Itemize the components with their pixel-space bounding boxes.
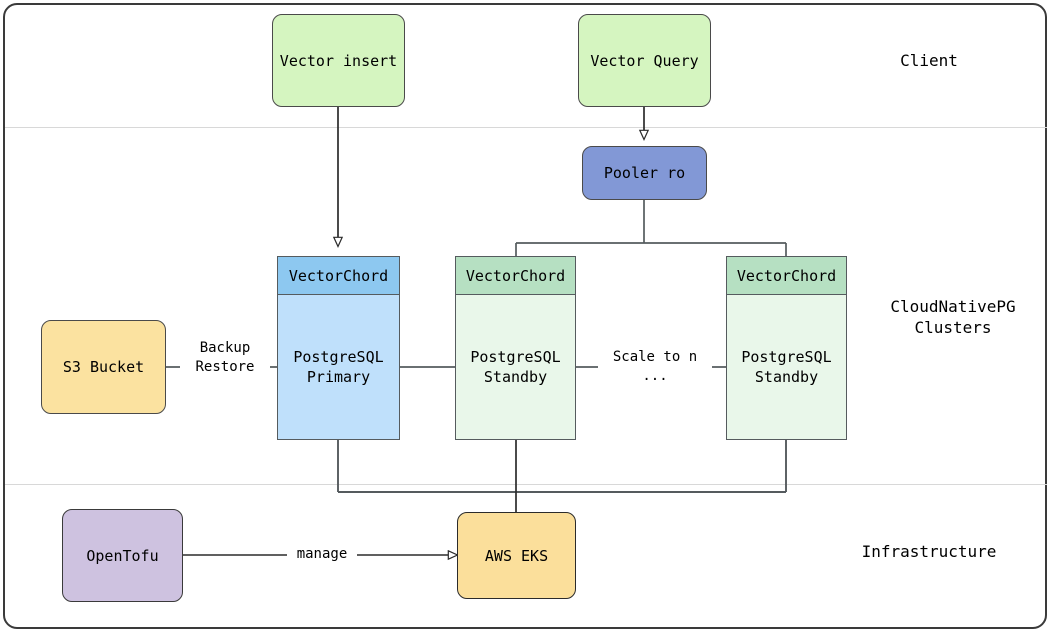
edge-label-backup-restore: Backup Restore xyxy=(180,339,270,377)
cluster-header-vectorchord-standby-n: VectorChord xyxy=(727,257,846,295)
cluster-header-vectorchord-standby-1: VectorChord xyxy=(456,257,575,295)
cluster-header-vectorchord-primary: VectorChord xyxy=(278,257,399,295)
node-aws-eks[interactable]: AWS EKS xyxy=(457,512,576,599)
node-postgresql-standby-n[interactable]: VectorChord PostgreSQL Standby xyxy=(726,256,847,440)
node-postgresql-standby-1[interactable]: VectorChord PostgreSQL Standby xyxy=(455,256,576,440)
lane-label-client: Client xyxy=(900,51,958,70)
cluster-body-standby-n: PostgreSQL Standby xyxy=(727,295,846,439)
node-opentofu[interactable]: OpenTofu xyxy=(62,509,183,602)
node-postgresql-primary[interactable]: VectorChord PostgreSQL Primary xyxy=(277,256,400,440)
lane-divider-client-cnpg xyxy=(5,127,1047,128)
lane-divider-cnpg-infra xyxy=(5,484,1047,485)
node-vector-query[interactable]: Vector Query xyxy=(578,14,711,107)
node-pooler-ro[interactable]: Pooler ro xyxy=(582,146,707,200)
edge-label-scale-to-n: Scale to n ... xyxy=(598,348,712,386)
cluster-body-primary: PostgreSQL Primary xyxy=(278,295,399,439)
node-vector-insert[interactable]: Vector insert xyxy=(272,14,405,107)
edge-label-manage: manage xyxy=(287,545,357,564)
node-s3-bucket[interactable]: S3 Bucket xyxy=(41,320,166,414)
cluster-body-standby-1: PostgreSQL Standby xyxy=(456,295,575,439)
lane-label-cloudnativepg: CloudNativePG Clusters xyxy=(890,297,1016,337)
lane-label-infrastructure: Infrastructure xyxy=(861,542,997,561)
